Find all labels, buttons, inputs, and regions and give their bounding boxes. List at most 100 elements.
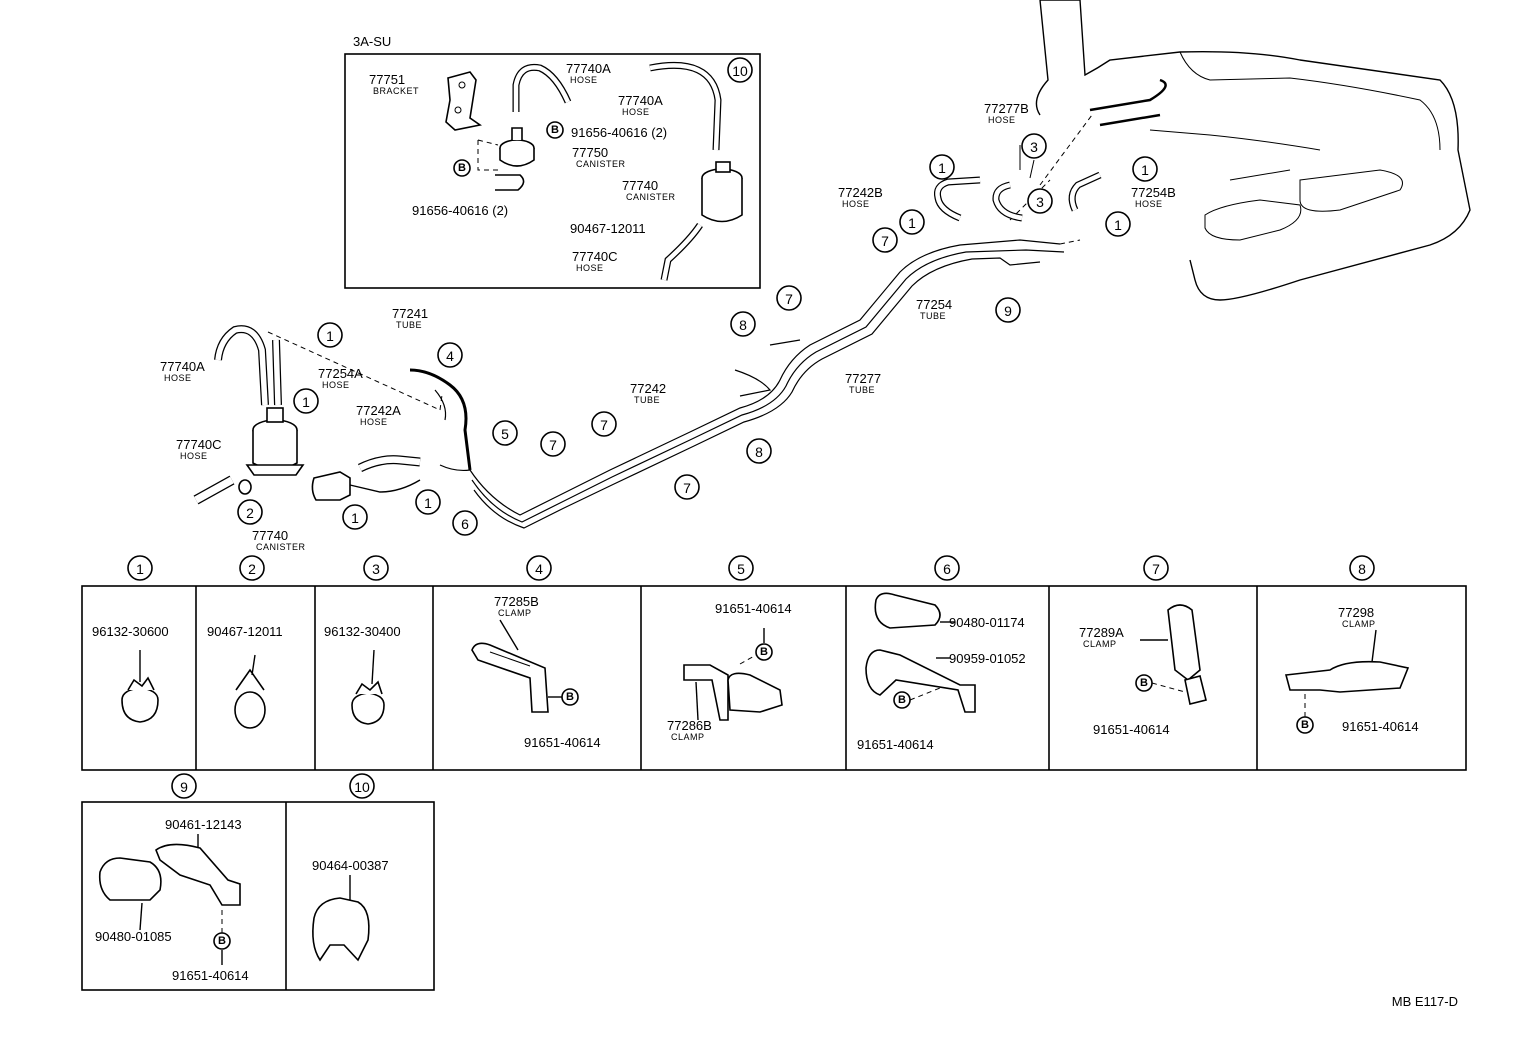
callout-circle-number: 2 bbox=[246, 505, 254, 521]
panel-4-header-number: 4 bbox=[535, 561, 543, 577]
part-label: 91656-40616 (2) bbox=[571, 125, 667, 140]
part-label-type: TUBE bbox=[634, 395, 660, 405]
panel-8-header-number: 8 bbox=[1358, 561, 1366, 577]
callout-circle-number: 1 bbox=[326, 328, 334, 344]
callout-circle bbox=[492, 420, 518, 446]
callout-circle bbox=[872, 227, 898, 253]
part-label-type: HOSE bbox=[842, 199, 870, 209]
part-label-type: BRACKET bbox=[373, 86, 419, 96]
panel-9-part: 90461-12143 bbox=[165, 817, 242, 832]
part-label: 77277 bbox=[845, 371, 881, 386]
panel-3-header bbox=[363, 555, 389, 581]
part-label-type: TUBE bbox=[396, 320, 422, 330]
callout-circle bbox=[929, 154, 955, 180]
panel-6-part: 90959-01052 bbox=[949, 651, 1026, 666]
panel-9-header-number: 9 bbox=[180, 779, 188, 795]
panel-5-header bbox=[728, 555, 754, 581]
panel-1-header-number: 1 bbox=[136, 561, 144, 577]
svg-text:B: B bbox=[1301, 719, 1309, 731]
callout-circle-number: 8 bbox=[739, 317, 747, 333]
panel-7-header bbox=[1143, 555, 1169, 581]
detail-panels-row-2 bbox=[81, 801, 435, 991]
part-label: 77740 bbox=[252, 528, 288, 543]
svg-text:B: B bbox=[458, 162, 466, 174]
callout-circle bbox=[452, 510, 478, 536]
part-label: 77241 bbox=[392, 306, 428, 321]
panel-6-part: 91651-40614 bbox=[857, 737, 934, 752]
panel-5-part: 91651-40614 bbox=[715, 601, 792, 616]
panel-7-header-number: 7 bbox=[1152, 561, 1160, 577]
panel-8-part: 91651-40614 bbox=[1342, 719, 1419, 734]
panel-text: 196132-30600290467-12011396132-304004772… bbox=[92, 555, 1419, 983]
callout-circle-number: 4 bbox=[446, 348, 454, 364]
callout-circle bbox=[237, 499, 263, 525]
callout-circle bbox=[293, 388, 319, 414]
callout-circle-number: 1 bbox=[938, 160, 946, 176]
callout-circle-number: 7 bbox=[881, 233, 889, 249]
part-label: 77242B bbox=[838, 185, 883, 200]
callout-circle-number: 1 bbox=[302, 394, 310, 410]
callout-circle bbox=[730, 311, 756, 337]
part-label: 77740C bbox=[572, 249, 618, 264]
panel-10-header-number: 10 bbox=[354, 779, 370, 795]
callout-circle-number: 8 bbox=[755, 444, 763, 460]
callout-circle-number: 1 bbox=[1141, 162, 1149, 178]
panel-drawings: B B B B B B bbox=[98, 592, 1410, 965]
callout-circle-number: 10 bbox=[732, 63, 748, 79]
callout-circle bbox=[1021, 133, 1047, 159]
panel-3-part: 96132-30400 bbox=[324, 624, 401, 639]
part-label: 90467-12011 bbox=[570, 221, 646, 236]
callout-circle bbox=[776, 285, 802, 311]
panel-10-header bbox=[349, 773, 375, 799]
callout-circle bbox=[1132, 156, 1158, 182]
panel-6-part: 90480-01174 bbox=[949, 615, 1025, 630]
part-label-type: HOSE bbox=[322, 380, 350, 390]
callout-circle-number: 1 bbox=[424, 495, 432, 511]
panel-7-part: 91651-40614 bbox=[1093, 722, 1170, 737]
svg-text:B: B bbox=[218, 935, 226, 947]
callout-circle bbox=[899, 209, 925, 235]
callout-circle-number: 1 bbox=[1114, 217, 1122, 233]
callout-circle-number: 7 bbox=[785, 291, 793, 307]
panel-5-part-type: CLAMP bbox=[671, 732, 705, 742]
svg-text:B: B bbox=[760, 646, 768, 658]
panel-5-part: 77286B bbox=[667, 718, 712, 733]
svg-text:B: B bbox=[551, 124, 559, 136]
fuel-tube-bundle bbox=[469, 239, 1065, 529]
callout-circle bbox=[727, 57, 753, 83]
part-label: 77242A bbox=[356, 403, 401, 418]
callout-circle-number: 5 bbox=[501, 426, 509, 442]
callout-circle-number: 6 bbox=[461, 516, 469, 532]
part-label: 77740A bbox=[160, 359, 205, 374]
callout-circle-number: 7 bbox=[549, 437, 557, 453]
panel-2-header bbox=[239, 555, 265, 581]
part-label-type: TUBE bbox=[920, 311, 946, 321]
part-label-type: TUBE bbox=[849, 385, 875, 395]
panel-9-part: 90480-01085 bbox=[95, 929, 172, 944]
panel-1-part: 96132-30600 bbox=[92, 624, 169, 639]
inset-title: 3A-SU bbox=[353, 34, 391, 49]
callout-circle bbox=[746, 438, 772, 464]
inset-3a-su: 3A-SU B B bbox=[344, 34, 761, 289]
part-label: 77740 bbox=[622, 178, 658, 193]
panel-8-part-type: CLAMP bbox=[1342, 619, 1376, 629]
part-label: 77740A bbox=[566, 61, 611, 76]
part-label-type: HOSE bbox=[622, 107, 650, 117]
panel-3-header-number: 3 bbox=[372, 561, 380, 577]
callout-circle-number: 1 bbox=[908, 215, 916, 231]
callout-circle bbox=[437, 342, 463, 368]
detail-panels-row-1 bbox=[81, 585, 1467, 771]
callout-circle-number: 3 bbox=[1036, 194, 1044, 210]
part-label: 77277B bbox=[984, 101, 1029, 116]
panel-1-header bbox=[127, 555, 153, 581]
part-label-type: HOSE bbox=[164, 373, 192, 383]
panel-8-header bbox=[1349, 555, 1375, 581]
part-label-type: CANISTER bbox=[626, 192, 676, 202]
callout-circle-number: 1 bbox=[351, 510, 359, 526]
panel-2-part: 90467-12011 bbox=[207, 624, 283, 639]
diagram-code: MB E117-D bbox=[1392, 994, 1458, 1009]
svg-text:B: B bbox=[1140, 677, 1148, 689]
